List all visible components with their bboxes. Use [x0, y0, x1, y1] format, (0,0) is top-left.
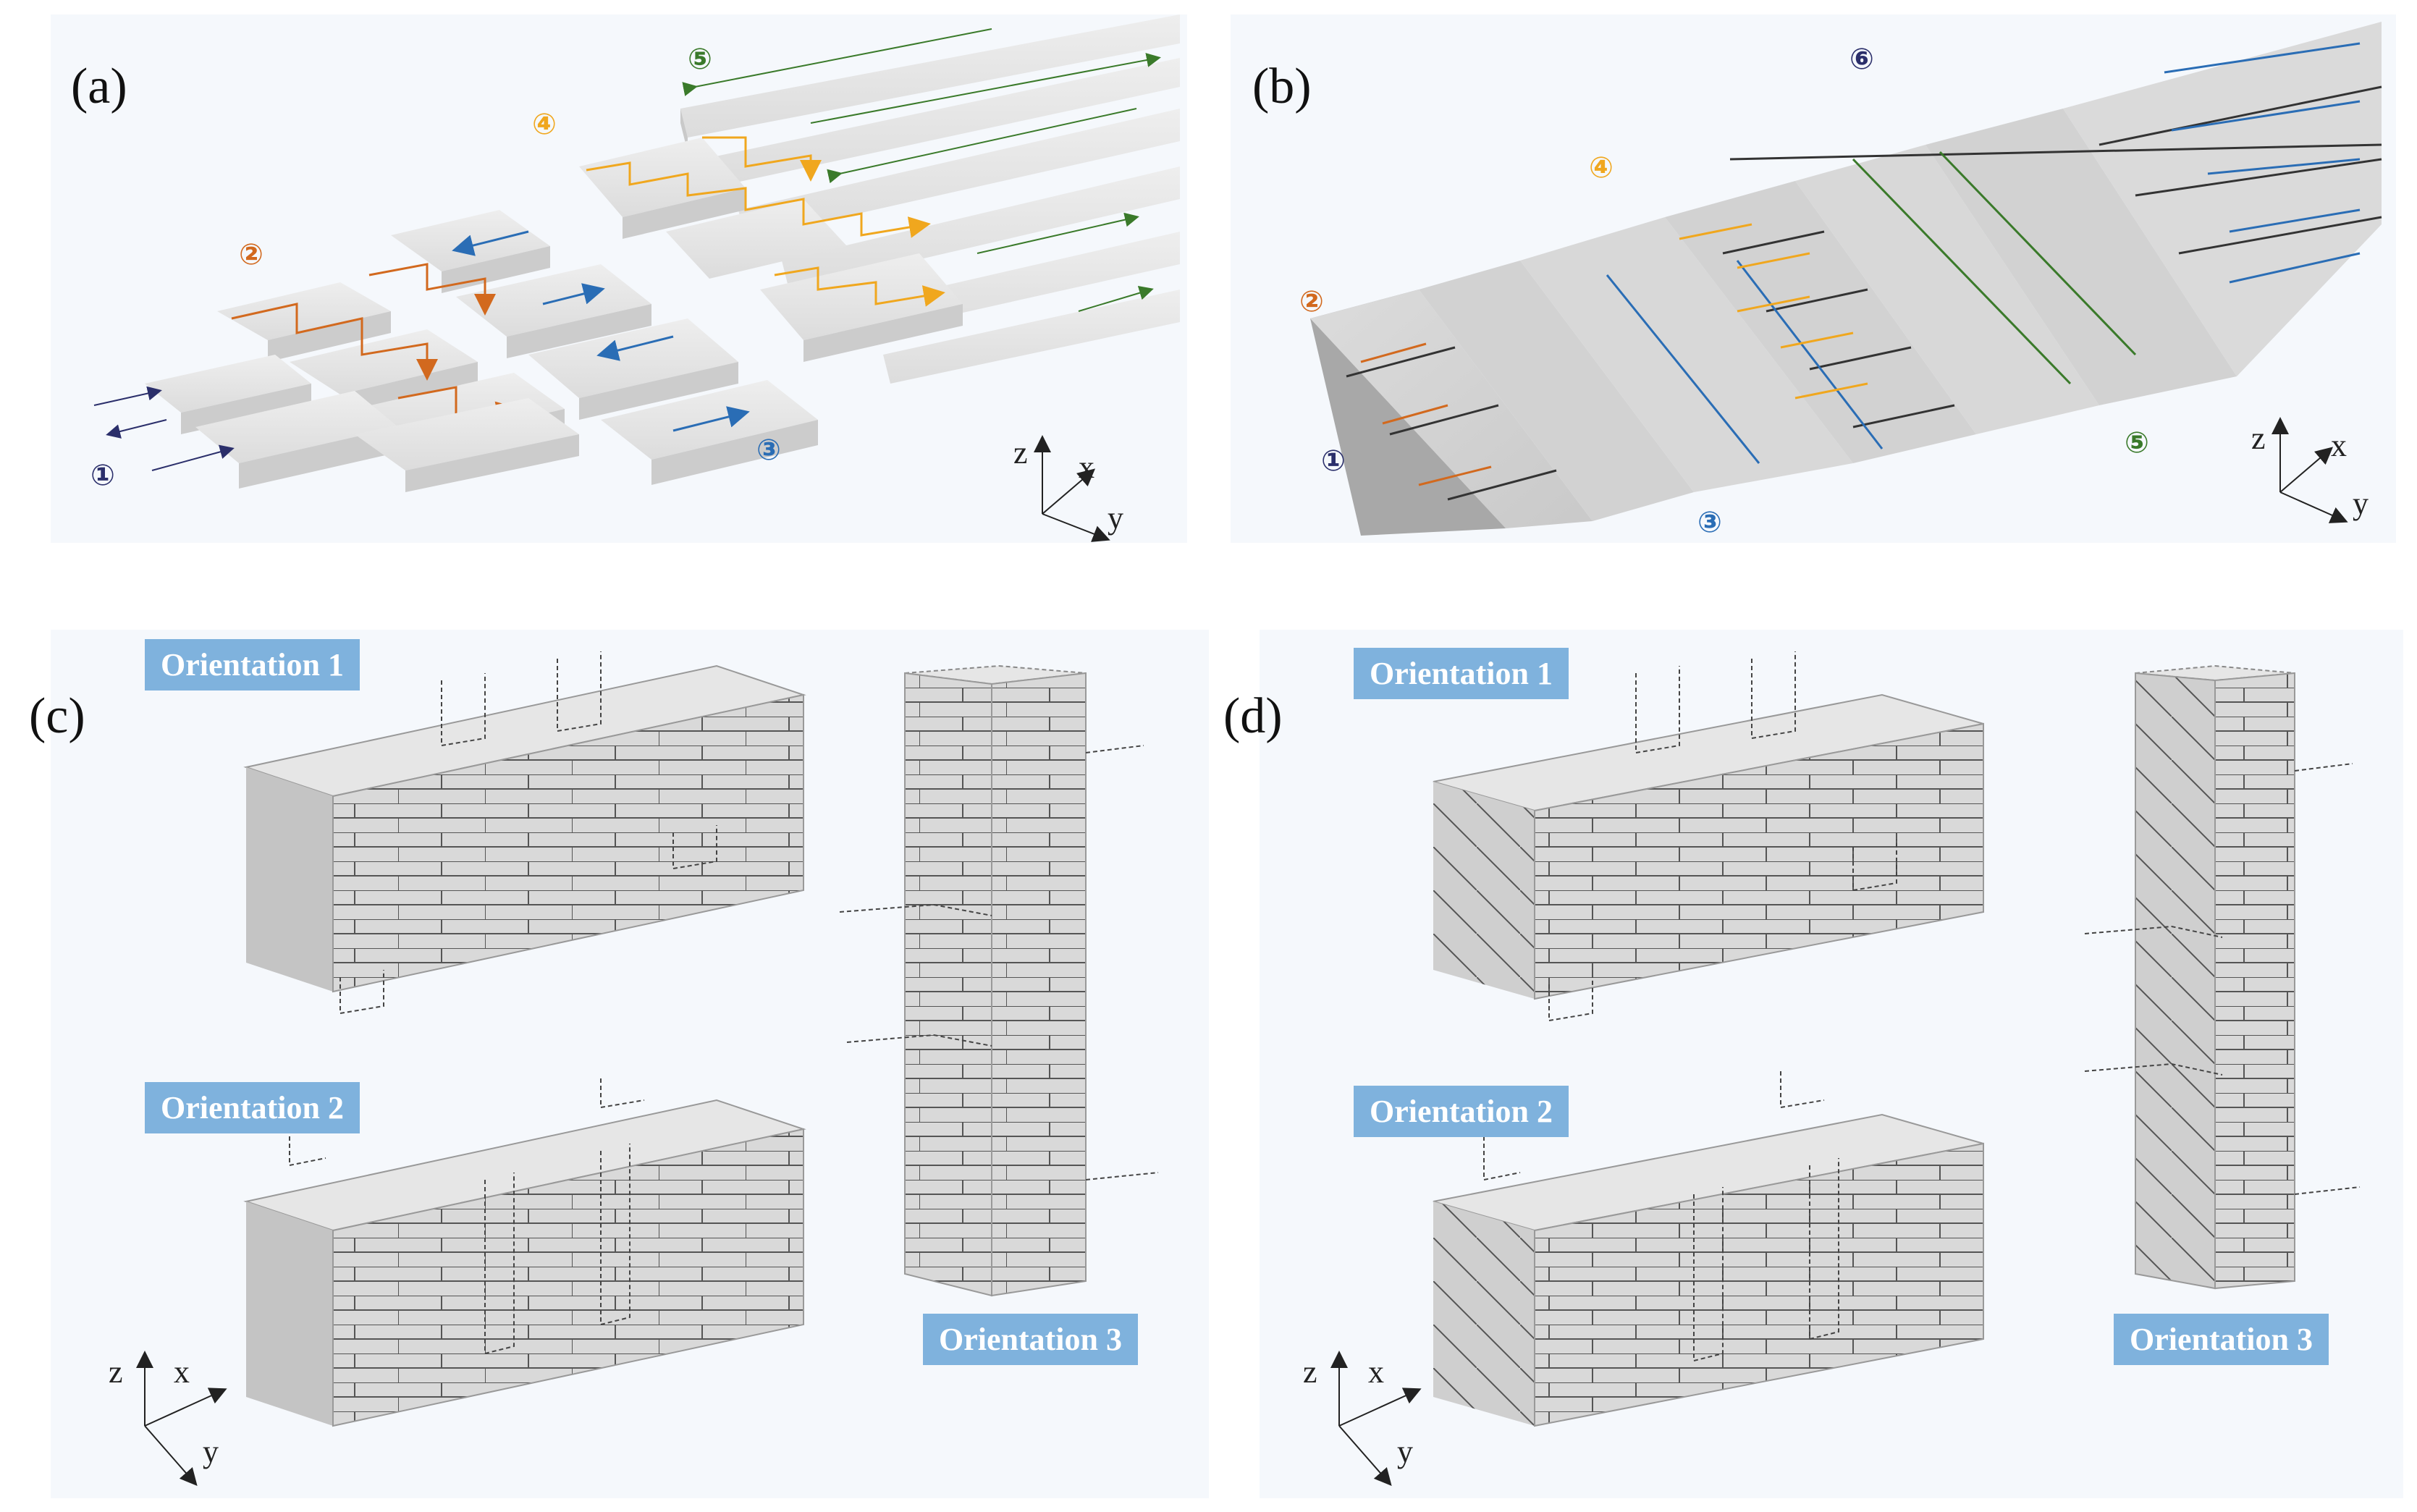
orientation-3-badge: Orientation 3	[923, 1314, 1138, 1365]
layer-3-number: ③	[1697, 506, 1722, 539]
orientation-1-badge: Orientation 1	[1354, 648, 1569, 699]
panel-d-diagram: z x y	[1303, 651, 2361, 1487]
beam-orientation-1	[243, 651, 806, 1015]
svg-text:x: x	[174, 1354, 190, 1390]
panel-a-diagram: ① ② ③ ④ ⑤ z x y	[90, 14, 1180, 542]
layer-3-number: ③	[756, 434, 781, 467]
orientation-2-badge: Orientation 2	[1354, 1086, 1569, 1137]
svg-text:y: y	[1397, 1434, 1413, 1469]
panel-a: ① ② ③ ④ ⑤ z x y (a)	[51, 14, 1187, 543]
svg-text:z: z	[109, 1354, 123, 1390]
orientation-3-badge: Orientation 3	[2114, 1314, 2329, 1365]
layer-2-number: ②	[1299, 285, 1324, 318]
panel-d: z x y (d) Orientation 1 Orientation 2 Or…	[1223, 630, 2403, 1498]
layer-5-number: ⑤	[688, 43, 712, 76]
panel-b: ① ② ③ ④ ⑤ ⑥ z x y (b)	[1231, 14, 2396, 543]
svg-text:x: x	[1079, 449, 1094, 485]
layer-2-number: ②	[239, 238, 263, 271]
layer-1-number: ①	[90, 459, 115, 492]
panel-c: z x y (c) Orientation 1 Orientation 2 Or…	[29, 630, 1209, 1498]
beam-orientation-1	[1433, 651, 1984, 1022]
layer-5-number: ⑤	[2125, 426, 2149, 460]
beam-orientation-2	[1433, 1071, 1984, 1427]
svg-text:x: x	[2331, 428, 2347, 463]
svg-text:z: z	[2251, 421, 2266, 456]
beam-orientation-2	[243, 1078, 806, 1427]
axis-triad: z x y	[1303, 1351, 1422, 1487]
svg-text:x: x	[1368, 1354, 1384, 1390]
panel-c-label: (c)	[29, 688, 85, 744]
svg-text:y: y	[2353, 486, 2369, 521]
axis-triad: z x y	[2251, 417, 2369, 523]
layer-1-number: ①	[1321, 444, 1346, 478]
svg-text:z: z	[1303, 1354, 1317, 1390]
panel-b-diagram: ① ② ③ ④ ⑤ ⑥ z x y	[1299, 22, 2382, 539]
panel-b-label: (b)	[1252, 59, 1312, 114]
panel-c-diagram: z x y	[109, 651, 1159, 1487]
svg-text:y: y	[203, 1434, 219, 1469]
layer-1-blocks	[93, 355, 579, 492]
layer-5-blocks	[680, 14, 1180, 384]
column-orientation-3	[839, 664, 1159, 1297]
layer-4-number: ④	[1589, 151, 1614, 185]
axis-triad: z x y	[1013, 435, 1123, 542]
orientation-1-badge: Orientation 1	[145, 639, 360, 690]
column-orientation-3	[2084, 664, 2361, 1290]
svg-text:z: z	[1013, 435, 1028, 470]
axis-triad: z x y	[109, 1351, 227, 1487]
layer-6-number: ⑥	[1849, 43, 1874, 76]
panel-d-label: (d)	[1223, 688, 1283, 744]
panel-a-label: (a)	[71, 59, 127, 114]
layer-4-number: ④	[532, 108, 557, 141]
svg-text:y: y	[1108, 500, 1123, 536]
layer-3-blocks	[391, 210, 818, 485]
orientation-2-badge: Orientation 2	[145, 1082, 360, 1133]
layer-4-blocks	[579, 136, 963, 362]
